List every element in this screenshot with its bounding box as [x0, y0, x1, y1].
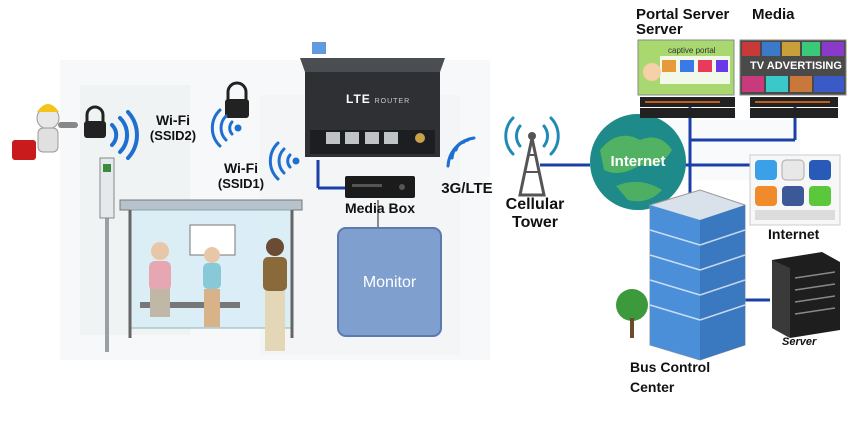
chat-icon — [809, 186, 831, 206]
bus-control-label-line1: Bus Control — [630, 359, 711, 375]
server-label: Server — [782, 336, 817, 348]
portal-server-label-line1: Portal Server — [636, 6, 730, 23]
wifi-icon — [268, 141, 300, 181]
portal-server-icon — [637, 39, 735, 118]
internet-globe-icon — [590, 114, 686, 210]
bus-control-building-icon — [616, 189, 746, 361]
wifi1-label: Wi-Fi (SSID1) — [206, 160, 276, 192]
facebook-icon — [782, 186, 804, 206]
twitter-icon — [755, 160, 777, 180]
rss-icon — [755, 186, 777, 206]
wifi1-label-line1: Wi-Fi — [223, 160, 259, 176]
captive-portal-text: captive portal — [668, 46, 716, 55]
bus-control-label-line2: Center — [630, 379, 675, 395]
monitor-label: Monitor — [362, 274, 417, 291]
router-brand: LTE — [346, 92, 371, 106]
wifi2-label-line1: Wi-Fi — [155, 112, 191, 128]
social-media-icons — [749, 154, 841, 226]
media-box-label: Media Box — [344, 200, 415, 216]
cellular-tower-label-line1: Cellular — [505, 196, 565, 213]
wifi2-label: Wi-Fi (SSID2) — [138, 112, 208, 144]
tv-ads-text: TV ADVERTISING — [750, 60, 842, 72]
security-mascot-icon — [12, 104, 78, 160]
padlock-icon — [84, 105, 106, 138]
internet-social-label: Internet — [768, 226, 820, 242]
person-elderly-woman — [149, 242, 171, 317]
internet-globe-label: Internet — [610, 153, 666, 170]
media-server-icon — [739, 39, 847, 118]
lte-router-icon — [300, 42, 445, 157]
portal-server-label: Portal Server Server — [636, 6, 746, 38]
monitor-box — [337, 227, 442, 337]
wifi-icon — [110, 110, 139, 160]
myspace-icon — [809, 160, 831, 180]
bus-control-center-label: Bus Control Center — [630, 357, 710, 397]
person-young-woman — [203, 247, 221, 327]
cellular-tower-label: Cellular Tower — [495, 196, 575, 232]
lte-link-label: 3G/LTE — [441, 180, 493, 197]
router-model: ROUTER — [374, 98, 411, 105]
router-brand-label: LTE ROUTER — [346, 92, 410, 106]
cellular-tower-label-line2: Tower — [512, 214, 558, 231]
google-icon — [781, 159, 805, 181]
media-box-icon — [345, 176, 415, 198]
signal-icon — [446, 136, 476, 168]
rack-server-icon — [772, 252, 840, 338]
wifi1-label-line2: (SSID1) — [217, 176, 265, 191]
portal-server-label-line2: Server — [636, 21, 683, 38]
padlock-icon — [225, 81, 249, 118]
media-server-label: Media — [752, 6, 795, 23]
wifi-icon — [210, 108, 242, 148]
person-man — [263, 238, 287, 351]
wifi2-label-line2: (SSID2) — [149, 128, 197, 143]
cellular-tower-icon — [504, 116, 560, 197]
